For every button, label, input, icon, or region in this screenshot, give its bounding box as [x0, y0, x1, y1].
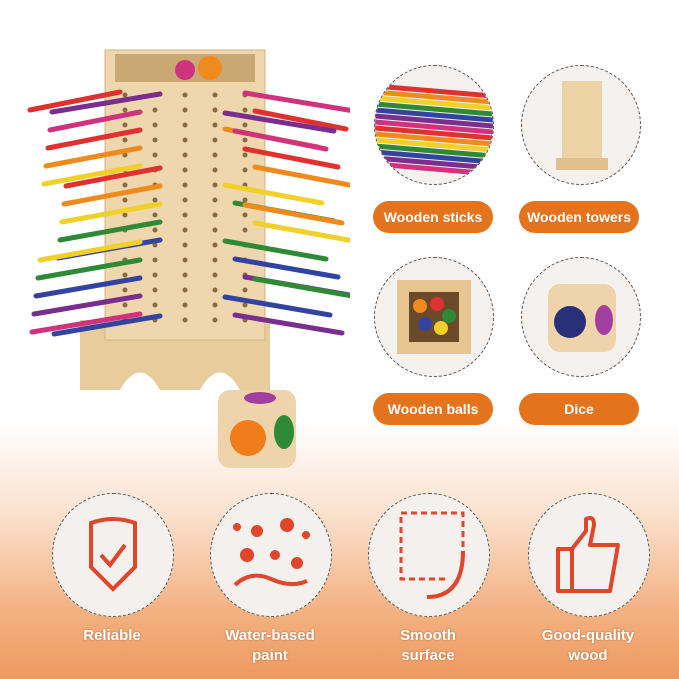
dice-photo: [521, 257, 641, 377]
base-arches: [120, 372, 240, 390]
dice-label: Dice: [519, 393, 639, 425]
colored-stick: [222, 294, 333, 318]
colored-stick: [63, 165, 163, 189]
colored-stick: [49, 91, 163, 115]
rounded-corner-icon: [368, 493, 490, 617]
shield-check-icon: [52, 493, 174, 617]
wooden-tower-photo: [521, 65, 641, 185]
colored-stick: [51, 313, 163, 337]
colored-stick: [232, 128, 329, 152]
colored-stick: [29, 311, 143, 335]
colored-stick: [242, 90, 350, 113]
ball: [198, 56, 222, 80]
colored-stick: [57, 219, 163, 243]
colored-stick: [37, 239, 143, 263]
colored-stick: [59, 201, 163, 225]
ball: [175, 60, 195, 80]
wooden-towers-label: Wooden towers: [519, 201, 639, 233]
colored-stick: [61, 183, 163, 207]
colored-stick: [41, 163, 143, 187]
wooden-sticks-photo: [374, 65, 494, 185]
feature-label-reliable: Reliable: [83, 627, 141, 644]
colored-stick: [222, 110, 337, 134]
colored-stick: [252, 164, 350, 188]
colored-stick: [252, 108, 349, 132]
colored-stick: [33, 275, 143, 299]
wooden-balls-photo: [374, 257, 494, 377]
colored-stick: [242, 146, 341, 170]
wooden-balls-label: Wooden balls: [373, 393, 493, 425]
colored-stick: [252, 220, 350, 243]
colored-stick: [252, 276, 350, 299]
colored-stick: [31, 293, 143, 317]
colored-stick: [232, 256, 341, 280]
colored-stick: [35, 257, 143, 281]
colored-stick: [47, 109, 143, 133]
colored-stick: [222, 238, 329, 262]
colored-stick: [27, 89, 123, 113]
wooden-sticks-label: Wooden sticks: [373, 201, 493, 233]
colored-stick: [232, 312, 345, 336]
stick-tower-product-illustration: [27, 49, 350, 468]
colored-stick: [45, 127, 143, 151]
colored-stick: [242, 202, 345, 226]
thumbs-up-icon: [528, 493, 650, 617]
colored-stick: [43, 145, 143, 169]
colored-stick: [222, 182, 325, 206]
paint-drops-icon: [210, 493, 332, 617]
dice: [218, 390, 296, 468]
